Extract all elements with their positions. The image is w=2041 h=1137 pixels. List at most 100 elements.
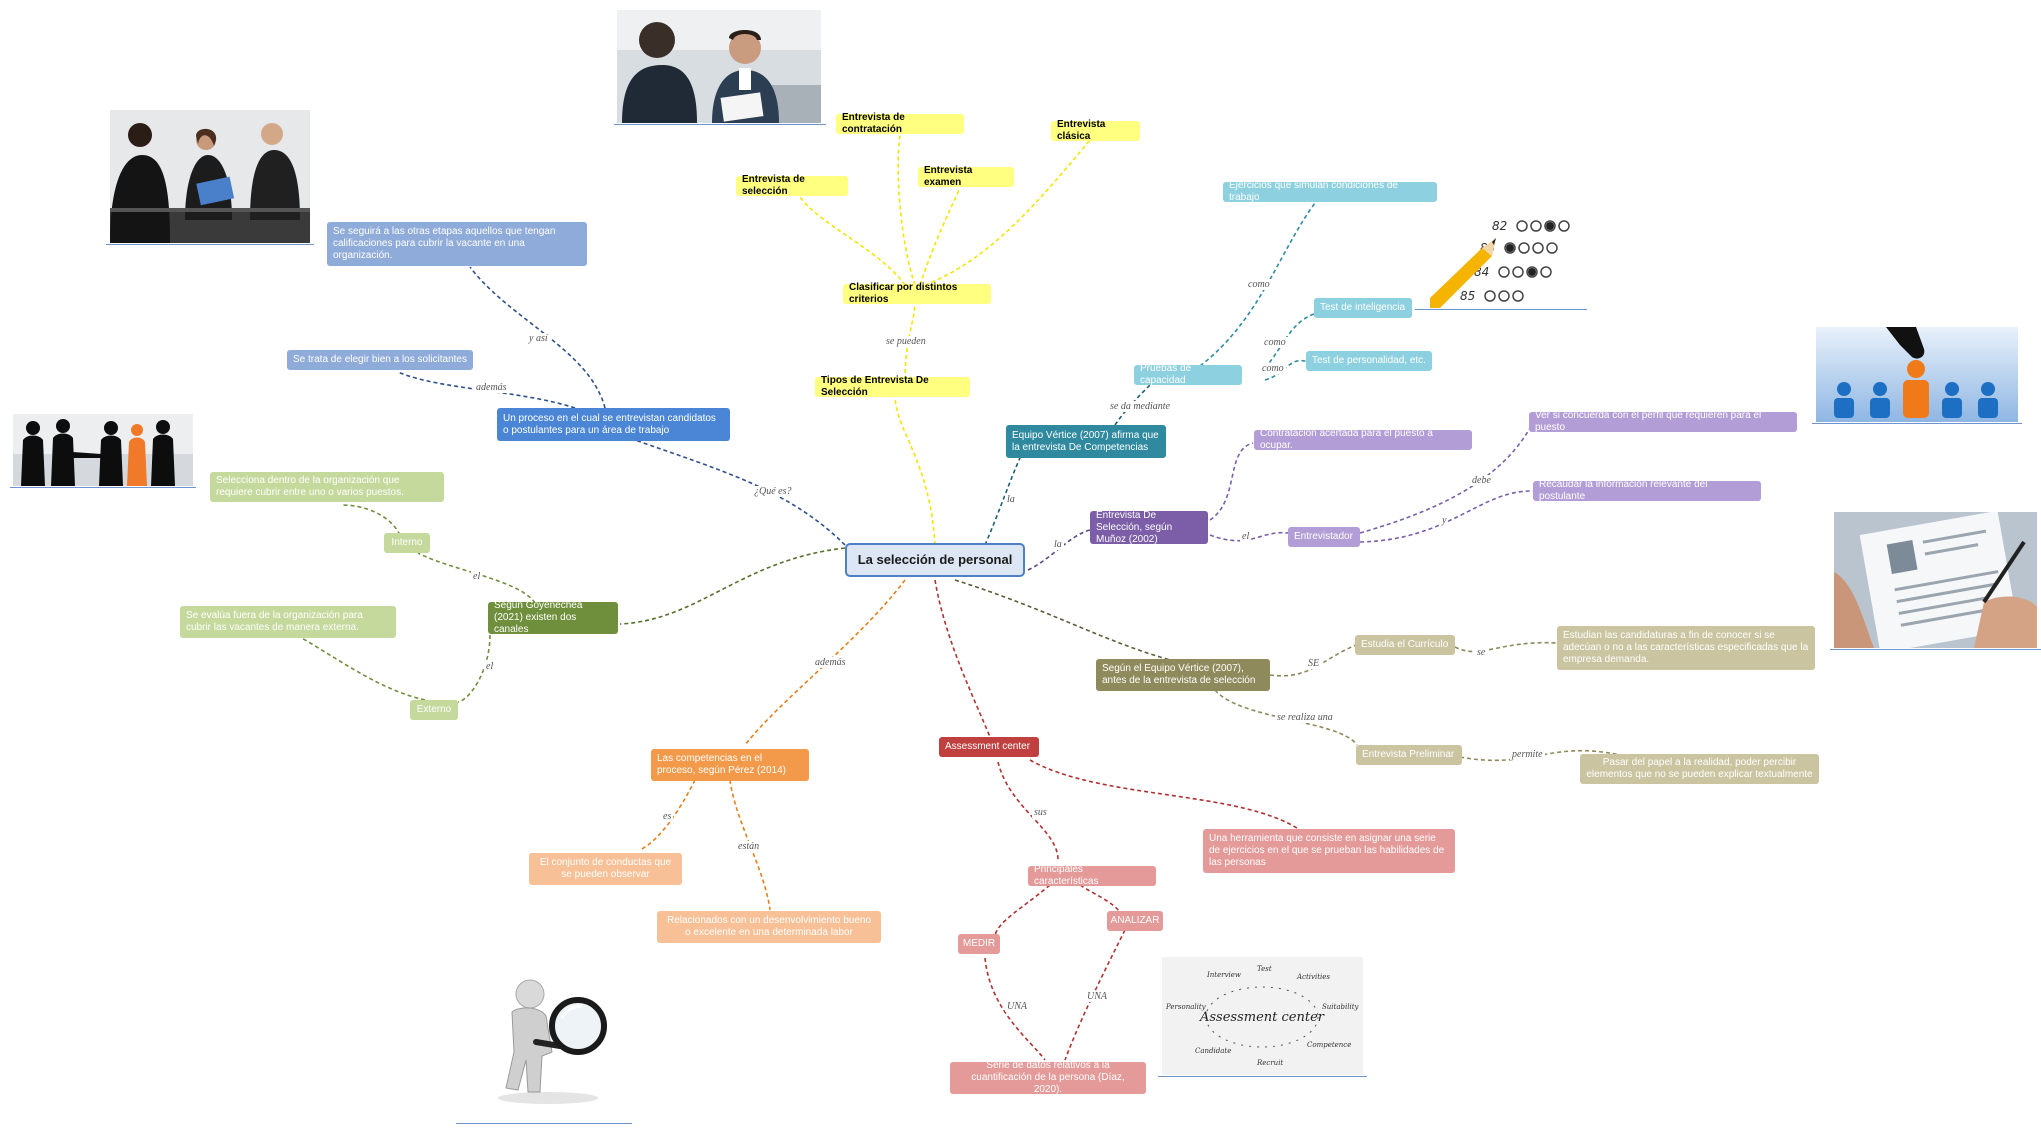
label-se-pueden: se pueden [884, 336, 928, 347]
test-sheet-number-4: 85 [1460, 289, 1475, 303]
node-entrevista-clasica[interactable]: Entrevista clásica [1051, 119, 1140, 142]
label-estan: están [736, 841, 762, 852]
link-clasificar-clasica [924, 139, 1091, 286]
label-ademas-orange: además [813, 657, 848, 668]
label-que-es: ¿Qué es? [752, 486, 794, 497]
node-analizar[interactable]: ANALIZAR [1107, 911, 1163, 931]
node-recaudar[interactable]: Recaudar la información relevante del po… [1533, 479, 1761, 502]
node-conjunto[interactable]: El conjunto de conductas que se pueden o… [529, 853, 682, 885]
link-munoz-contratacion [1209, 442, 1254, 521]
node-contratacion-acertada[interactable]: Contratación acertada para el puesto a o… [1254, 428, 1472, 451]
link-pruebas-testint [1264, 311, 1321, 369]
label-y: y [1440, 515, 1449, 526]
root-topic[interactable]: La selección de personal [845, 543, 1025, 577]
node-entrevista-seleccion[interactable]: Entrevista de selección [736, 174, 848, 197]
link-curriculo-estudian [1454, 641, 1558, 653]
label-el-externo: el [484, 661, 496, 672]
node-vertice-competencias[interactable]: Equipo Vértice (2007) afirma que la entr… [1006, 425, 1166, 458]
assessment-word-7: Competence [1307, 1041, 1351, 1049]
assessment-word-5: Suitability [1322, 1003, 1360, 1011]
label-como-2: como [1262, 337, 1288, 348]
link-clasificar-seleccion [799, 196, 906, 286]
link-externo-desc [299, 636, 426, 701]
link-root-verticeantes [954, 579, 1171, 661]
node-curriculo[interactable]: Estudia el Currículo [1355, 635, 1455, 655]
photo-handshake-silhouettes [13, 414, 193, 486]
link-competencias-relacionados [729, 779, 771, 911]
node-medir[interactable]: MEDIR [958, 934, 1000, 954]
label-el-purple: el [1240, 531, 1252, 542]
node-proceso[interactable]: Un proceso en el cual se entrevistan can… [497, 408, 730, 441]
link-proceso-elegir [397, 371, 576, 409]
assessment-sketch-underline [1158, 1076, 1367, 1077]
link-entrevistador-versi [1359, 427, 1531, 534]
link-root-munoz [1027, 529, 1091, 571]
node-ejercicios[interactable]: Ejercicios que simulan condiciones de tr… [1223, 180, 1437, 203]
link-medir-serie [984, 957, 1046, 1061]
node-ver-si[interactable]: Ver si concuerda con el perfil que requi… [1529, 410, 1797, 433]
link-tipos-clasificar [904, 301, 916, 381]
node-externo-desc[interactable]: Se evalúa fuera de la organización para … [180, 606, 396, 638]
node-entrevista-examen[interactable]: Entrevista examen [918, 165, 1014, 188]
label-se-realiza: se realiza una [1275, 712, 1335, 723]
label-se-da-mediante: se da mediante [1108, 401, 1172, 412]
assessment-word-8: Recruit [1256, 1059, 1283, 1067]
link-entrevistador-recaudar [1359, 490, 1534, 543]
assessment-word-1: Interview [1206, 971, 1241, 979]
node-serie[interactable]: Serie de datos relativos a la cuantifica… [950, 1060, 1146, 1095]
node-pruebas-capacidad[interactable]: Pruebas de capacidad [1134, 363, 1242, 386]
assessment-word-4: Personality [1165, 1003, 1207, 1011]
node-competencias[interactable]: Las competencias en el proceso, según Pé… [651, 749, 809, 781]
node-seguira[interactable]: Se seguirá a las otras etapas aquellos q… [327, 222, 587, 266]
test-sheet-underline [1415, 309, 1587, 310]
node-entrevistador[interactable]: Entrevistador [1288, 527, 1360, 547]
node-estudian[interactable]: Estudian las candidaturas a fin de conoc… [1557, 626, 1815, 670]
node-vertice-antes[interactable]: Según el Equipo Vértice (2007), antes de… [1096, 659, 1270, 691]
node-preliminar[interactable]: Entrevista Preliminar [1356, 745, 1462, 765]
node-relacionados[interactable]: Relacionados con un desenvolvimiento bue… [657, 911, 881, 943]
link-clasificar-examen [919, 187, 961, 286]
node-interno[interactable]: Interno [384, 533, 430, 553]
photo-interview-group-underline [106, 244, 314, 245]
resume-review-underline [1830, 649, 2041, 650]
node-assessment[interactable]: Assessment center [939, 737, 1039, 757]
node-tipos-entrevista[interactable]: Tipos de Entrevista De Selección [815, 375, 970, 398]
node-externo[interactable]: Externo [410, 700, 458, 720]
node-test-personalidad[interactable]: Test de personalidad, etc. [1306, 351, 1432, 371]
link-goyenechea-externo [457, 634, 491, 703]
node-goyenechea[interactable]: Según Goyenechea (2021) existen dos cana… [488, 600, 618, 635]
link-munoz-entrevistador [1209, 531, 1289, 542]
node-clasificar[interactable]: Clasificar por distintos criterios [843, 282, 991, 305]
label-el-interno: el [471, 571, 483, 582]
label-una-1: UNA [1005, 1001, 1029, 1012]
assessment-word-6: Candidate [1195, 1047, 1231, 1055]
node-test-inteligencia[interactable]: Test de inteligencia [1314, 298, 1412, 318]
node-interno-desc[interactable]: Selecciona dentro de la organización que… [210, 472, 444, 502]
magnifier-underline [456, 1123, 632, 1124]
link-root-tipos [894, 394, 936, 546]
test-sheet-number-1: 82 [1492, 219, 1507, 233]
link-principales-analizar [1079, 884, 1121, 913]
link-analizar-serie [1064, 929, 1126, 1061]
link-root-proceso [634, 439, 846, 546]
link-root-vertice [984, 457, 1021, 546]
link-root-competencias [744, 579, 906, 746]
label-se-upper: SE [1306, 658, 1322, 669]
node-pasar[interactable]: Pasar del papel a la realidad, poder per… [1580, 754, 1819, 784]
link-root-goyenechea [619, 547, 846, 625]
photo-interview-group [110, 110, 310, 243]
photo-handshake-underline [10, 487, 196, 488]
node-entrevista-contratacion[interactable]: Entrevista de contratación [836, 112, 964, 135]
link-goyenechea-interno [417, 552, 536, 604]
node-herramienta[interactable]: Una herramienta que consiste en asignar … [1203, 829, 1455, 873]
label-la-teal: la [1005, 494, 1017, 505]
assessment-word-2: Test [1257, 965, 1272, 973]
label-como-3: como [1260, 363, 1286, 374]
candidate-selection-underline [1812, 423, 2022, 424]
node-principales[interactable]: Principales características [1028, 864, 1156, 887]
candidate-selection-icon [1816, 327, 2018, 422]
node-elegir[interactable]: Se trata de elegir bien a los solicitant… [287, 350, 473, 370]
node-munoz[interactable]: Entrevista De Selección, según Muñoz (20… [1090, 510, 1208, 545]
label-la-purple: la [1052, 539, 1064, 550]
assessment-sketch-title: Assessment center [1199, 1010, 1325, 1025]
